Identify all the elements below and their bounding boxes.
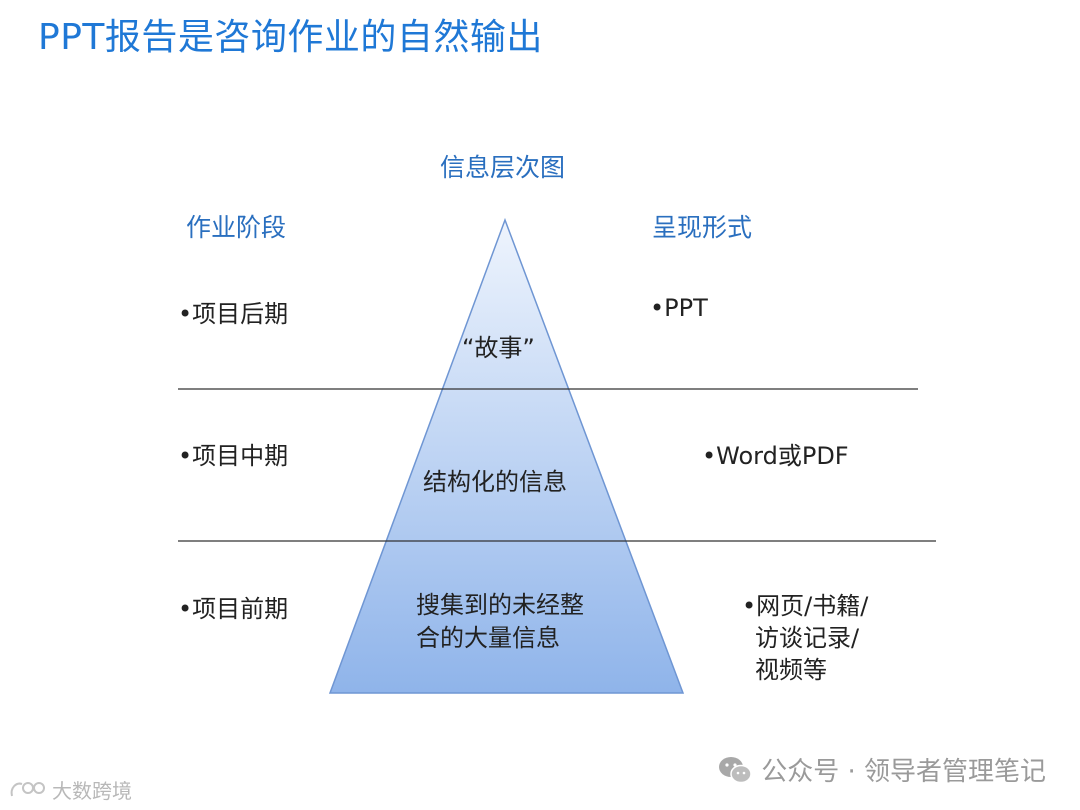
pyramid-heading: 信息层次图 xyxy=(440,153,566,182)
wechat-watermark-text: 公众号 · 领导者管理笔记 xyxy=(761,757,1046,787)
corner-watermark-text: 大数跨境 xyxy=(52,779,132,803)
pyramid-label-raw: 搜集到的未经整 合的大量信息 xyxy=(416,589,584,655)
corner-watermark: 大数跨境 xyxy=(8,775,132,804)
pyramid-label-structured: 结构化的信息 xyxy=(423,468,567,496)
form-column-heading: 呈现形式 xyxy=(652,213,753,242)
form-raw-sources: •网页/书籍/ 访谈记录/ 视频等 xyxy=(742,590,868,686)
wechat-icon xyxy=(719,756,752,783)
logo-icon xyxy=(10,781,45,796)
stage-late: •项目后期 xyxy=(178,300,289,328)
form-raw-sources-line-1: •网页/书籍/ xyxy=(742,592,869,620)
pyramid-label-raw-line-1: 搜集到的未经整 xyxy=(416,591,584,619)
wechat-watermark: 公众号 · 领导者管理笔记 xyxy=(717,751,1046,788)
pyramid-label-story: “故事” xyxy=(462,334,535,362)
stage-column-heading: 作业阶段 xyxy=(186,213,287,242)
page-title: PPT报告是咨询作业的自然输出 xyxy=(38,17,543,58)
form-raw-sources-line-2: 访谈记录/ xyxy=(755,624,860,652)
form-ppt: •PPT xyxy=(650,294,708,322)
form-raw-sources-line-3: 视频等 xyxy=(755,656,827,684)
stage-early: •项目前期 xyxy=(178,595,289,623)
pyramid-label-raw-line-2: 合的大量信息 xyxy=(416,624,560,652)
stage-mid: •项目中期 xyxy=(178,442,289,470)
pyramid-triangle xyxy=(328,217,685,694)
form-word-pdf: •Word或PDF xyxy=(702,442,849,470)
